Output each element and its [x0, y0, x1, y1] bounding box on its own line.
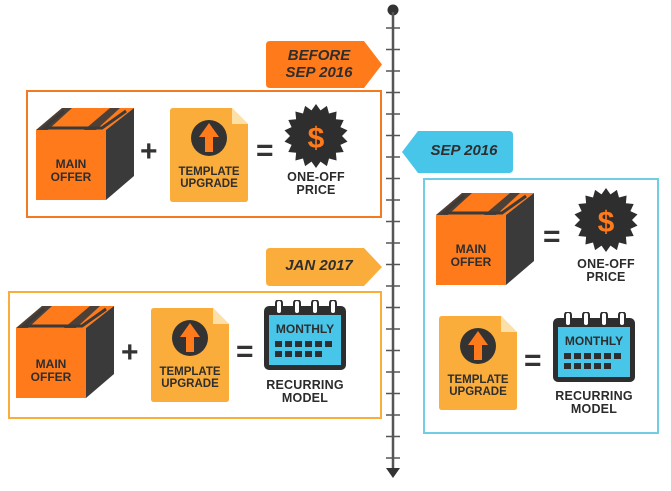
tag-sep-2016-label: SEP 2016 — [430, 142, 498, 159]
template-upgrade-before: TEMPLATE UPGRADE — [170, 108, 248, 202]
main-offer-label: MAIN OFFER — [30, 357, 72, 384]
equals-sign: = — [256, 134, 274, 167]
upload-document-icon — [439, 316, 517, 410]
panel-jan-2017 — [8, 291, 382, 419]
box-icon — [16, 306, 114, 398]
box-icon — [36, 108, 134, 200]
price-badge-icon: $ — [574, 188, 638, 252]
calendar-icon: MONTHLY — [264, 300, 346, 370]
svg-text:$: $ — [598, 206, 615, 239]
calendar-month-label: MONTHLY — [565, 334, 623, 348]
panel-before-sep-2016 — [26, 90, 382, 218]
plus-sign: + — [121, 336, 139, 369]
tag-jan-2017: JAN 2017 — [266, 248, 382, 286]
one-off-price-before: $ ONE-OFF PRICE — [276, 104, 356, 214]
price-badge-icon: $ — [284, 104, 348, 168]
tag-sep-2016: SEP 2016 — [402, 131, 513, 173]
recurring-model-jan: MONTHLY RECURRING MODEL — [262, 300, 348, 412]
recurring-model-label: RECURRING MODEL — [555, 389, 633, 417]
template-upgrade-jan: TEMPLATE UPGRADE — [151, 308, 229, 402]
recurring-model-sep: MONTHLY RECURRING MODEL — [551, 312, 637, 424]
main-offer-label: MAIN OFFER — [450, 242, 492, 269]
timeline-arrowhead — [386, 468, 400, 478]
main-offer-box-jan: MAIN OFFER — [16, 306, 114, 398]
main-offer-label: MAIN OFFER — [50, 157, 92, 184]
plus-sign: + — [140, 135, 158, 168]
calendar-month-label: MONTHLY — [276, 322, 334, 336]
equals-sign: = — [236, 335, 254, 368]
template-upgrade-label: TEMPLATE UPGRADE — [447, 374, 509, 399]
one-off-price-label: ONE-OFF PRICE — [577, 257, 635, 285]
tag-before-sep-2016: BEFORE SEP 2016 — [266, 41, 382, 88]
template-upgrade-label: TEMPLATE UPGRADE — [159, 366, 221, 391]
panel-sep-2016 — [423, 178, 659, 434]
tag-before-sep-2016-label: BEFORE SEP 2016 — [285, 47, 353, 81]
main-offer-box-sep: MAIN OFFER — [436, 193, 534, 285]
template-upgrade-sep: TEMPLATE UPGRADE — [439, 316, 517, 410]
upload-document-icon — [151, 308, 229, 402]
one-off-price-label: ONE-OFF PRICE — [287, 170, 345, 198]
calendar-icon: MONTHLY — [553, 312, 635, 382]
main-offer-box-before: MAIN OFFER — [36, 108, 134, 200]
equals-sign: = — [543, 220, 561, 253]
upload-document-icon — [170, 108, 248, 202]
timeline-start-dot — [387, 4, 399, 16]
recurring-model-label: RECURRING MODEL — [266, 378, 344, 406]
svg-text:$: $ — [308, 122, 325, 155]
box-icon — [436, 193, 534, 285]
equals-sign: = — [524, 344, 542, 377]
tag-jan-2017-label: JAN 2017 — [285, 257, 353, 274]
template-upgrade-label: TEMPLATE UPGRADE — [178, 166, 240, 191]
one-off-price-sep: $ ONE-OFF PRICE — [566, 188, 646, 288]
